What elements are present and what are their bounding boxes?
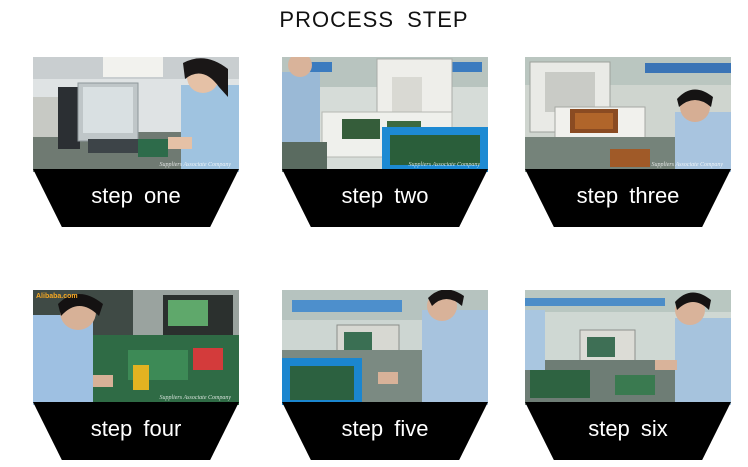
step-photo bbox=[525, 290, 731, 405]
label-plate bbox=[525, 169, 731, 227]
watermark: Suppliers Associate Company bbox=[408, 162, 480, 168]
process-step-card: Suppliers Associate Company step three bbox=[525, 57, 731, 227]
step-three-photo bbox=[525, 57, 731, 172]
process-step-card: step five bbox=[282, 290, 488, 460]
step-label: step six bbox=[588, 416, 668, 441]
step-six-photo bbox=[525, 290, 731, 405]
step-label: step one bbox=[91, 183, 181, 208]
process-step-card: step six bbox=[525, 290, 731, 460]
process-step-card: Suppliers Associate Company step one bbox=[33, 57, 239, 227]
label-plate bbox=[282, 169, 488, 227]
step-photo bbox=[282, 290, 488, 405]
page-title: PROCESS STEP bbox=[279, 7, 469, 32]
process-step-card: Suppliers Associate Company step two bbox=[282, 57, 488, 227]
watermark: Suppliers Associate Company bbox=[159, 395, 231, 401]
label-plate bbox=[525, 402, 731, 460]
step-photo: Suppliers Associate Company bbox=[33, 57, 239, 172]
step-photo: Alibaba.com Suppliers Associate Company bbox=[33, 290, 239, 405]
step-label: step two bbox=[341, 183, 429, 208]
step-two-photo bbox=[282, 57, 488, 172]
step-photo: Suppliers Associate Company bbox=[525, 57, 731, 172]
watermark: Suppliers Associate Company bbox=[651, 162, 723, 168]
step-four-photo bbox=[33, 290, 239, 405]
label-plate bbox=[33, 169, 239, 227]
label-plate bbox=[33, 402, 239, 460]
step-photo: Suppliers Associate Company bbox=[282, 57, 488, 172]
label-plate bbox=[282, 402, 488, 460]
process-step-card: Alibaba.com Suppliers Associate Company … bbox=[33, 290, 239, 460]
step-five-photo bbox=[282, 290, 488, 405]
watermark: Suppliers Associate Company bbox=[159, 162, 231, 168]
step-label: step three bbox=[576, 183, 680, 208]
step-one-photo bbox=[33, 57, 239, 172]
step-label: step four bbox=[90, 416, 182, 441]
step-label: step five bbox=[341, 416, 429, 441]
alibaba-logo: Alibaba.com bbox=[36, 293, 78, 300]
